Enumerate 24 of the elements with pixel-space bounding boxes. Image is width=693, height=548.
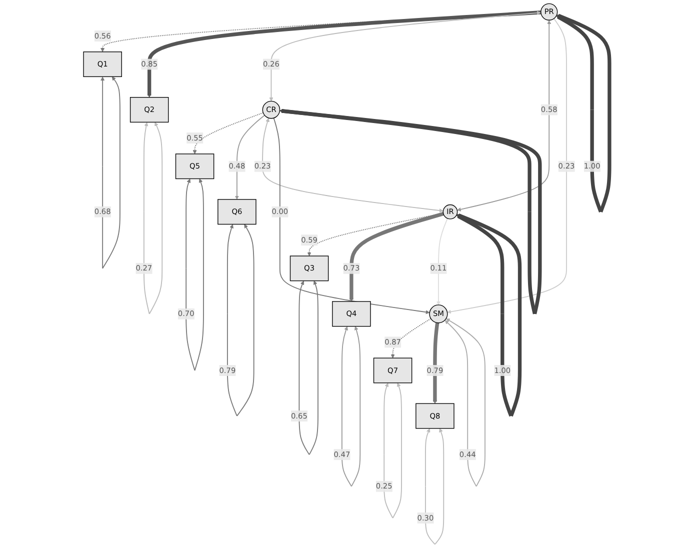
arrow (280, 109, 542, 314)
arrow (349, 212, 444, 302)
arrow (556, 14, 612, 212)
arrow (444, 318, 486, 487)
arrow (436, 218, 448, 306)
arrow (456, 20, 552, 212)
arrow (234, 114, 266, 200)
arrow (298, 280, 318, 456)
arrow (341, 326, 361, 487)
arrow (143, 122, 163, 314)
arrow (384, 382, 402, 518)
arrow (273, 118, 430, 314)
arrow (186, 178, 204, 371)
arrow (192, 112, 264, 154)
arrow (432, 322, 440, 404)
arrow (390, 318, 432, 358)
arrow (147, 10, 542, 98)
arrow (425, 428, 444, 545)
arrow (226, 224, 254, 416)
arrow (447, 18, 567, 314)
arrow (262, 118, 444, 213)
arrow (100, 76, 120, 269)
arrow (269, 10, 541, 102)
arrow (456, 214, 522, 417)
